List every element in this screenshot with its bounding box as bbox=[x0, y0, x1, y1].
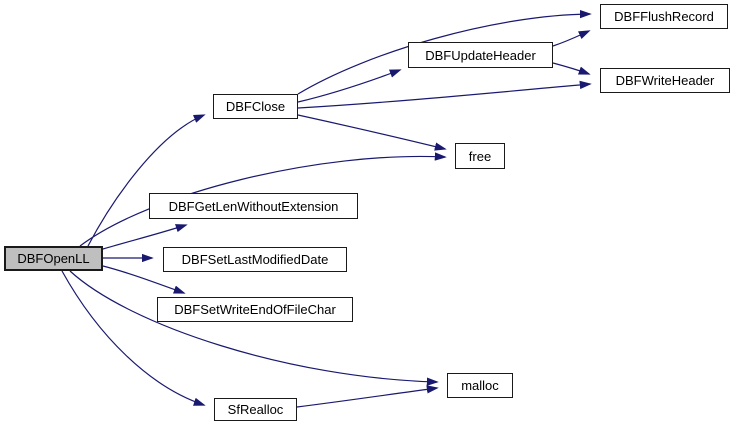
graph-node-DBFClose[interactable]: DBFClose bbox=[213, 94, 298, 119]
graph-node-DBFSetWriteEndOfFileChar[interactable]: DBFSetWriteEndOfFileChar bbox=[157, 297, 353, 322]
node-label: DBFUpdateHeader bbox=[425, 47, 536, 63]
node-label: DBFFlushRecord bbox=[614, 9, 714, 24]
edge-close-to-update bbox=[297, 69, 402, 103]
edge-close-to-flush bbox=[297, 9, 592, 95]
graph-node-DBFWriteHeader[interactable]: DBFWriteHeader bbox=[600, 68, 730, 93]
graph-node-malloc[interactable]: malloc bbox=[447, 373, 513, 398]
graph-node-DBFSetLastModifiedDate[interactable]: DBFSetLastModifiedDate bbox=[163, 247, 347, 272]
edge-close-to-write bbox=[297, 80, 592, 109]
edge-open-to-malloc bbox=[69, 270, 439, 386]
edge-update-to-write bbox=[552, 62, 591, 75]
node-label: SfRealloc bbox=[227, 402, 284, 417]
graph-node-DBFOpenLL: DBFOpenLL bbox=[4, 246, 103, 271]
graph-node-free[interactable]: free bbox=[455, 143, 505, 169]
node-label: DBFSetLastModifiedDate bbox=[181, 252, 329, 267]
edge-sfrealloc-to-malloc bbox=[296, 385, 439, 408]
node-label: free bbox=[468, 148, 492, 164]
node-label: DBFWriteHeader bbox=[615, 73, 715, 88]
edge-update-to-flush bbox=[552, 30, 591, 47]
edge-open-to-close bbox=[87, 114, 206, 247]
edge-close-to-free bbox=[297, 114, 447, 151]
node-label: DBFClose bbox=[225, 99, 286, 114]
node-label: malloc bbox=[461, 378, 499, 393]
graph-node-SfRealloc[interactable]: SfRealloc bbox=[214, 398, 297, 421]
graph-node-DBFUpdateHeader[interactable]: DBFUpdateHeader bbox=[408, 42, 553, 68]
edge-open-to-getlen bbox=[102, 224, 188, 250]
node-label: DBFOpenLL bbox=[17, 251, 90, 266]
graph-node-DBFFlushRecord[interactable]: DBFFlushRecord bbox=[600, 4, 728, 29]
graph-node-DBFGetLenWithoutExtension[interactable]: DBFGetLenWithoutExtension bbox=[149, 193, 358, 219]
edge-open-to-seteof bbox=[102, 265, 186, 294]
node-label: DBFGetLenWithoutExtension bbox=[168, 198, 339, 214]
node-label: DBFSetWriteEndOfFileChar bbox=[174, 302, 336, 317]
edge-open-to-sfrealloc bbox=[61, 270, 206, 406]
edge-open-to-free bbox=[79, 152, 447, 247]
